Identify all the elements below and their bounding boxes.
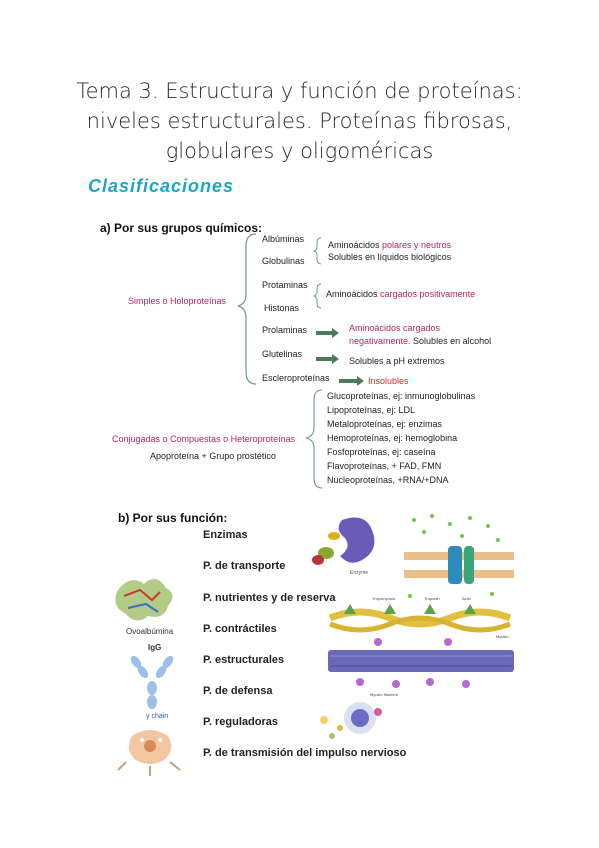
function-item: P. contráctiles (203, 623, 277, 635)
item-histonas: Histonas (264, 303, 300, 313)
title-line-1: Tema 3. Estructura y función de proteína… (76, 79, 523, 103)
desc-albuminas: Aminoácidos polares y neutros (328, 240, 451, 250)
desc-prolaminas-highlight: negativamente. (349, 336, 411, 346)
ovoalbumin-illustration (115, 578, 173, 621)
conjugada-item: Hemoproteínas, ej: hemoglobina (327, 433, 458, 443)
conjugada-item: Fosfoproteínas, ej: caseína (327, 447, 436, 457)
brace-albuminas (312, 237, 322, 265)
myosin-filament-label: Myosin filament (370, 692, 399, 697)
antibody-icon (130, 655, 174, 709)
function-item: P. nutrientes y de reserva (203, 592, 336, 604)
myosin-label: Myosin (496, 634, 509, 639)
title-line-3: globulares y oligoméricas (165, 139, 434, 163)
desc-glutelinas: Solubles a pH extremos (349, 356, 445, 366)
arrow-icon (339, 376, 364, 386)
desc-prolaminas-line1: Aminoácidos cargados (349, 323, 441, 333)
function-item: P. de transmisión del impulso nervioso (203, 747, 407, 759)
conjugada-item: Nucleoproteínas, +RNA/+DNA (327, 475, 449, 485)
enzyme-illustration (312, 517, 375, 565)
function-item: P. de defensa (203, 685, 273, 697)
section-title: Clasificaciones (88, 176, 235, 196)
synapse-illustration (117, 730, 181, 776)
actin-myosin-illustration (328, 604, 512, 633)
desc-protaminas-highlight: cargados positivamente (380, 289, 476, 299)
conjugada-item: Metaloproteínas, ej: enzimas (327, 419, 443, 429)
heading-b: b) Por sus función: (118, 511, 228, 525)
igg-label: IgG (148, 643, 161, 652)
membrane-transport-illustration (404, 514, 514, 598)
brace-conjugadas (305, 389, 323, 489)
desc-escleroproteinas: Insolubles (368, 376, 409, 386)
desc-albuminas-highlight: polares y neutros (382, 240, 452, 250)
title-line-2: niveles estructurales. Proteínas fibrosa… (86, 109, 513, 133)
desc-prolaminas-rest: Solubles en alcohol (410, 336, 492, 346)
troponin-label: Troponin (424, 596, 440, 601)
heading-a: a) Por sus grupos químicos: (100, 221, 263, 235)
label-conjugadas: Conjugadas o Compuestas o Heteroproteína… (112, 434, 296, 444)
myosin-filament-illustration (328, 638, 514, 688)
item-globulinas: Globulinas (262, 256, 305, 266)
function-item: P. estructurales (203, 654, 285, 666)
enzyme-label: Enzyme (350, 570, 368, 576)
function-item: P. de transporte (203, 560, 286, 572)
desc-albuminas-prefix: Aminoácidos (328, 240, 383, 250)
arrow-icon (316, 328, 339, 338)
function-item: Enzimas (203, 529, 248, 541)
gamma-chain-label: γ chain (146, 713, 168, 720)
arrow-icon (316, 354, 339, 364)
tropomyosin-label: Tropomyosin (372, 596, 395, 601)
desc-prolaminas-line2: negativamente. Solubles en alcohol (349, 336, 491, 346)
function-item: P. reguladoras (203, 716, 278, 728)
desc-globulinas: Solubles en líquidos biológicos (328, 252, 452, 262)
item-protaminas: Protaminas (262, 280, 308, 290)
actin-label: Actin (462, 596, 471, 601)
regulatory-illustration (320, 702, 382, 739)
item-escleroproteinas: Escleroproteínas (262, 373, 330, 383)
conjugada-item: Lipoproteínas, ej: LDL (327, 405, 416, 415)
item-prolaminas: Prolaminas (262, 325, 308, 335)
brace-simples (237, 233, 257, 385)
conjugada-item: Glucoproteínas, ej: inmunoglobulinas (327, 391, 476, 401)
desc-protaminas-prefix: Aminoácidos (326, 289, 381, 299)
document-title: Tema 3. Estructura y función de proteína… (0, 76, 599, 166)
desc-protaminas: Aminoácidos cargados positivamente (326, 289, 475, 299)
conjugadas-formula: Apoproteína + Grupo prostético (150, 451, 276, 461)
item-glutelinas: Glutelinas (262, 349, 303, 359)
conjugada-item: Flavoproteínas, + FAD, FMN (327, 461, 442, 471)
item-albuminas: Albúminas (262, 234, 305, 244)
ovoalbumin-label: Ovoalbúmina (126, 627, 174, 636)
brace-protaminas (312, 283, 322, 309)
label-simples: Simples o Holoproteínas (128, 296, 227, 306)
